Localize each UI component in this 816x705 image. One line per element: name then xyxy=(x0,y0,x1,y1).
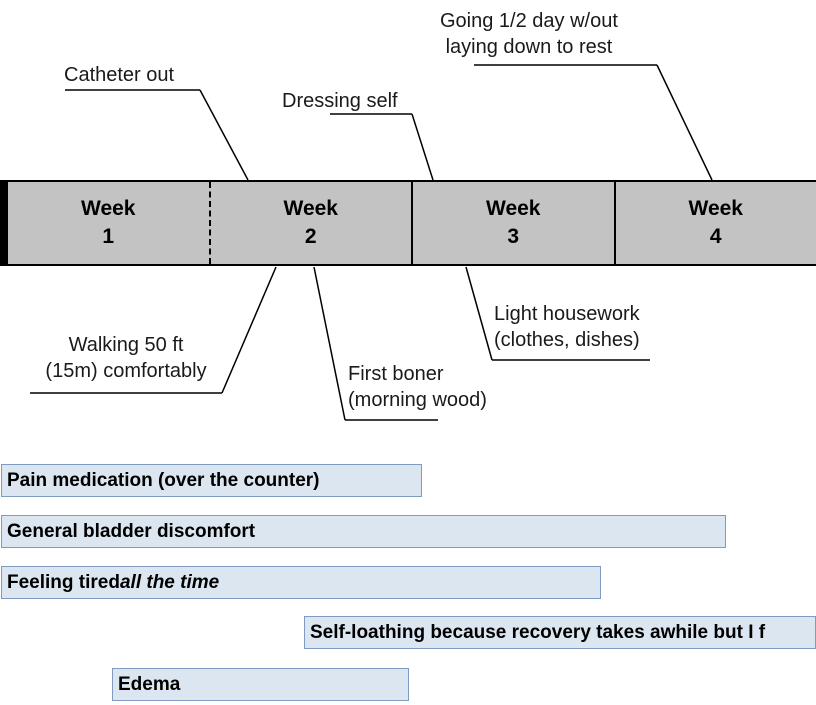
week-number-1: 1 xyxy=(102,225,115,248)
callout-walking-50ft: Walking 50 ft (15m) comfortably xyxy=(30,332,222,384)
symptom-bar-edema[interactable]: Edema xyxy=(112,668,409,701)
symptom-bar-pain-medication[interactable]: Pain medication (over the counter) xyxy=(1,464,422,497)
callout-half-day-no-rest-line2: laying down to rest xyxy=(445,36,613,58)
callout-catheter-out: Catheter out xyxy=(64,62,174,88)
callout-half-day-no-rest: Going 1/2 day w/out laying down to rest xyxy=(440,8,618,60)
symptom-bar-feeling-tired[interactable]: Feeling tired all the time xyxy=(1,566,601,599)
timeline-start-cap xyxy=(0,182,8,264)
symptom-bar-bladder-discomfort-label: General bladder discomfort xyxy=(7,520,256,542)
callout-first-boner: First boner (morning wood) xyxy=(348,361,487,413)
callout-catheter-out-line1: Catheter out xyxy=(64,64,175,86)
week-number-2: 2 xyxy=(304,225,317,248)
week-cell-3[interactable]: Week 3 xyxy=(411,182,614,264)
week-cell-1[interactable]: Week 1 xyxy=(8,182,209,264)
symptom-bar-edema-label: Edema xyxy=(118,673,181,695)
callout-dressing-self: Dressing self xyxy=(282,88,398,114)
week-cell-2[interactable]: Week 2 xyxy=(208,182,411,264)
callout-first-boner-line2: (morning wood) xyxy=(348,389,487,411)
symptom-bar-bladder-discomfort[interactable]: General bladder discomfort xyxy=(1,515,726,548)
timeline-band: Week 1 Week 2 Week 3 Week 4 xyxy=(0,180,816,266)
symptom-bar-feeling-tired-label: Feeling tired xyxy=(7,571,120,593)
week-label-2: Week xyxy=(283,197,338,220)
callout-walking-50ft-line2: (15m) comfortably xyxy=(45,360,207,382)
callout-light-housework-line1: Light housework xyxy=(494,303,640,325)
week-number-3: 3 xyxy=(507,225,520,248)
symptom-bar-feeling-tired-emphasis: all the time xyxy=(119,571,220,593)
symptom-bar-pain-medication-label: Pain medication (over the counter) xyxy=(7,469,320,491)
week-label-3: Week xyxy=(486,197,541,220)
callout-walking-50ft-line1: Walking 50 ft xyxy=(68,334,184,356)
week-number-4: 4 xyxy=(709,225,722,248)
symptom-bar-self-loathing[interactable]: Self-loathing because recovery takes awh… xyxy=(304,616,816,649)
callout-half-day-no-rest-line1: Going 1/2 day w/out xyxy=(440,10,618,32)
callout-light-housework-line2: (clothes, dishes) xyxy=(494,329,640,351)
week-label-1: Week xyxy=(81,197,136,220)
callout-first-boner-line1: First boner xyxy=(348,363,444,385)
week-label-4: Week xyxy=(688,197,743,220)
week-cell-4[interactable]: Week 4 xyxy=(613,182,816,264)
callout-light-housework: Light housework (clothes, dishes) xyxy=(494,301,640,353)
symptom-bar-self-loathing-label: Self-loathing because recovery takes awh… xyxy=(310,621,766,643)
callout-dressing-self-line1: Dressing self xyxy=(282,90,398,112)
